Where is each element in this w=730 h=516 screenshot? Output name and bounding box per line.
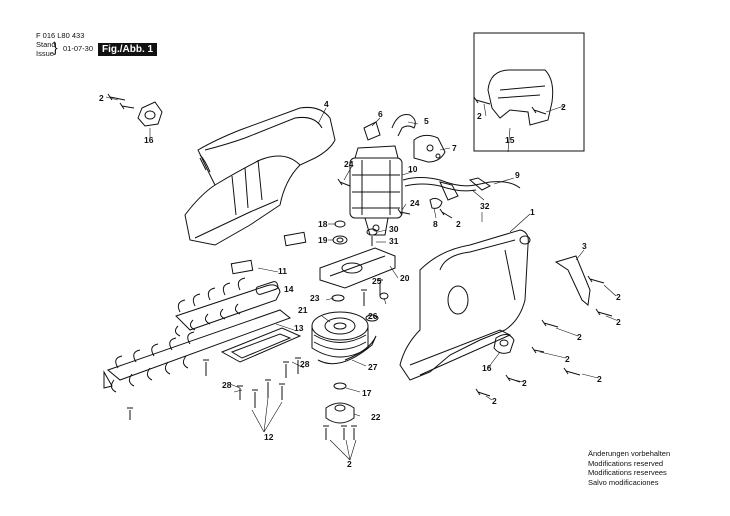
callout-2-right-b: 2 (616, 317, 621, 327)
small-washers-shape (332, 220, 378, 246)
callout-9: 9 (515, 170, 520, 180)
callout-2-center-b: 2 (522, 378, 527, 388)
detail-inset-frame (473, 32, 585, 152)
callout-6: 6 (378, 109, 383, 119)
switch-and-cable-shape (402, 134, 521, 201)
callout-32: 32 (480, 201, 490, 211)
notes-block: Änderungen vorbehalten Modifications res… (588, 449, 670, 487)
callout-2-bottom-right: 2 (492, 396, 497, 406)
bracket-shape (554, 255, 591, 306)
callout-2-right-e: 2 (597, 374, 602, 384)
part-number: F 016 L80 433 (36, 31, 85, 40)
top-knob-shape (137, 101, 163, 127)
upper-blade-shape (174, 277, 281, 337)
screws-shape (107, 93, 613, 440)
callout-5: 5 (424, 116, 429, 126)
callout-16-right: 16 (482, 363, 492, 373)
callout-27: 27 (368, 362, 378, 372)
callout-24-right: 24 (410, 198, 420, 208)
callout-4: 4 (324, 99, 329, 109)
callout-17: 17 (362, 388, 372, 398)
callout-24-left: 24 (344, 159, 354, 169)
callout-18: 18 (318, 219, 328, 229)
figure-label: Fig./Abb. 1 (98, 43, 158, 56)
switch-cap-shape (363, 121, 381, 141)
callout-2-right-d: 2 (565, 354, 570, 364)
callout-22: 22 (371, 412, 381, 422)
bearing-22-shape (325, 402, 355, 424)
cable-clamp-shape (429, 197, 443, 209)
callout-20: 20 (400, 273, 410, 283)
callout-21: 21 (298, 305, 308, 315)
guide-plate-shape (220, 327, 302, 363)
spring-clip-shape (391, 114, 416, 137)
callout-2-right-c: 2 (577, 332, 582, 342)
lower-blade-shape (103, 309, 292, 393)
bearing-17-shape (333, 382, 347, 390)
upper-housing-shape (184, 107, 336, 246)
note-line: Modifications reservees (588, 468, 667, 477)
callout-28-lower: 28 (222, 380, 232, 390)
callout-26: 26 (368, 311, 378, 321)
cam-shape (317, 335, 377, 365)
callout-2-top-left: 2 (99, 93, 104, 103)
callout-31: 31 (389, 236, 399, 246)
issue-date: 01-07-30 (63, 44, 94, 53)
callout-10: 10 (408, 164, 418, 174)
issue-label: Issue (36, 49, 54, 58)
callout-3: 3 (582, 241, 587, 251)
side-knob-shape (493, 334, 515, 354)
callout-28-upper: 28 (300, 359, 310, 369)
callout-23: 23 (310, 293, 320, 303)
callout-1: 1 (530, 207, 535, 217)
callout-19: 19 (318, 235, 328, 245)
callout-2-center: 2 (456, 219, 461, 229)
washer-26-shape (365, 314, 379, 322)
callout-11: 11 (278, 266, 287, 276)
callout-2-inset-right: 2 (561, 102, 566, 112)
leader-lines (105, 96, 617, 461)
callout-14: 14 (284, 284, 294, 294)
callout-2-bottom: 2 (347, 459, 352, 469)
callout-2-right-a: 2 (616, 292, 621, 302)
brace-icon: } (53, 39, 58, 55)
stand-label: Stand (36, 40, 56, 49)
callout-25: 25 (372, 276, 382, 286)
pad-11b-shape (283, 231, 307, 247)
motor-shape (349, 145, 403, 236)
callout-2-inset-left: 2 (477, 111, 482, 121)
note-line: Salvo modificaciones (588, 477, 659, 487)
lower-housing-shape (399, 229, 531, 381)
callout-30: 30 (389, 224, 399, 234)
callout-12: 12 (264, 432, 274, 442)
callout-16-top-left: 16 (144, 135, 154, 145)
callout-8: 8 (433, 219, 438, 229)
gear-plate-shape (319, 247, 396, 289)
guard-shape (487, 69, 554, 126)
callout-7: 7 (452, 143, 457, 153)
callout-15: 15 (505, 135, 515, 145)
note-line: Änderungen vorbehalten (588, 449, 671, 458)
note-line: Modifications reserved (588, 458, 664, 468)
washer-23-shape (331, 294, 345, 302)
pad-11a-shape (230, 259, 254, 275)
callout-13: 13 (294, 323, 304, 333)
